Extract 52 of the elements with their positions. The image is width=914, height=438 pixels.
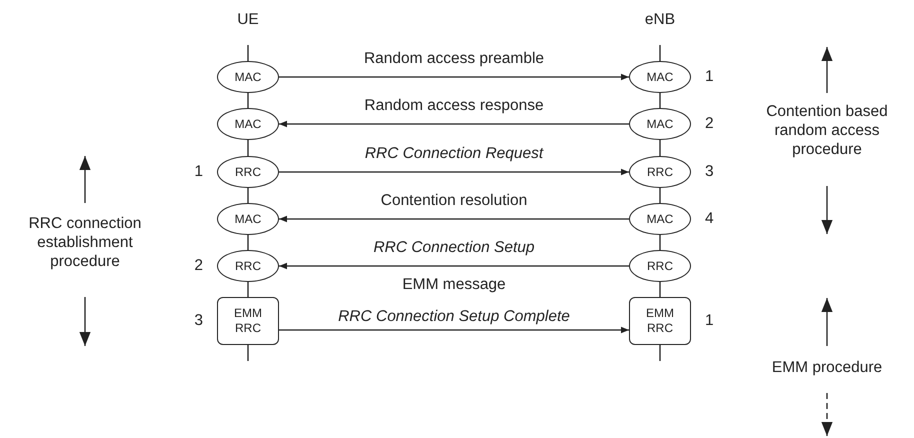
layer-label: RRC [647, 164, 673, 180]
step-number: 3 [705, 162, 714, 181]
lifeline [247, 235, 249, 250]
message-label: Contention resolution [380, 191, 528, 210]
layer-label: MAC [234, 70, 262, 84]
message-label: RRC Connection Setup [372, 238, 536, 257]
layer-label: RRC [235, 164, 261, 180]
procedure-label: EMM procedure [770, 358, 884, 377]
step-number: 3 [194, 311, 203, 330]
step-number: 1 [705, 311, 714, 330]
lifeline [659, 282, 661, 297]
entity-label: UE [236, 10, 260, 29]
step-number: 1 [194, 162, 203, 181]
layer-label: MAC [646, 212, 674, 226]
layer-label: RRC [647, 258, 673, 274]
layer-label: EMM [234, 306, 262, 321]
message-label: EMM message [401, 275, 507, 294]
step-number: 2 [194, 256, 203, 275]
lifeline [659, 188, 661, 203]
message-label: RRC Connection Setup Complete [337, 307, 571, 326]
message-arrow [279, 168, 629, 176]
lifeline [247, 140, 249, 156]
layer-label: EMM [646, 306, 674, 321]
message-arrow [279, 120, 629, 128]
procedure-label: RRC connection establishment procedure [28, 214, 142, 271]
lifeline [659, 140, 661, 156]
layer-label: MAC [646, 116, 674, 132]
layer-label: RRC [647, 321, 673, 336]
layer-label: MAC [234, 116, 262, 132]
step-number: 2 [705, 114, 714, 133]
message-arrow [279, 326, 629, 334]
layer-label: MAC [646, 70, 674, 84]
message-arrow [279, 262, 629, 270]
lifeline [659, 93, 661, 108]
layer-label: RRC [235, 258, 261, 274]
message-label: Random access response [363, 96, 545, 115]
protocol-box [629, 297, 691, 345]
step-number: 4 [705, 209, 714, 228]
lifeline [659, 235, 661, 250]
message-arrow [279, 216, 629, 222]
lifeline [247, 188, 249, 203]
protocol-box [217, 297, 279, 345]
message-arrow [279, 74, 629, 80]
entity-label: eNB [644, 10, 676, 29]
message-label: Random access preamble [362, 49, 546, 68]
lifeline [247, 282, 249, 297]
layer-label: MAC [234, 212, 262, 226]
lifeline [247, 93, 249, 108]
message-label: RRC Connection Request [364, 144, 545, 163]
procedure-label: Contention based random access procedure [765, 102, 889, 159]
step-number: 1 [705, 67, 714, 86]
layer-label: RRC [235, 321, 261, 336]
